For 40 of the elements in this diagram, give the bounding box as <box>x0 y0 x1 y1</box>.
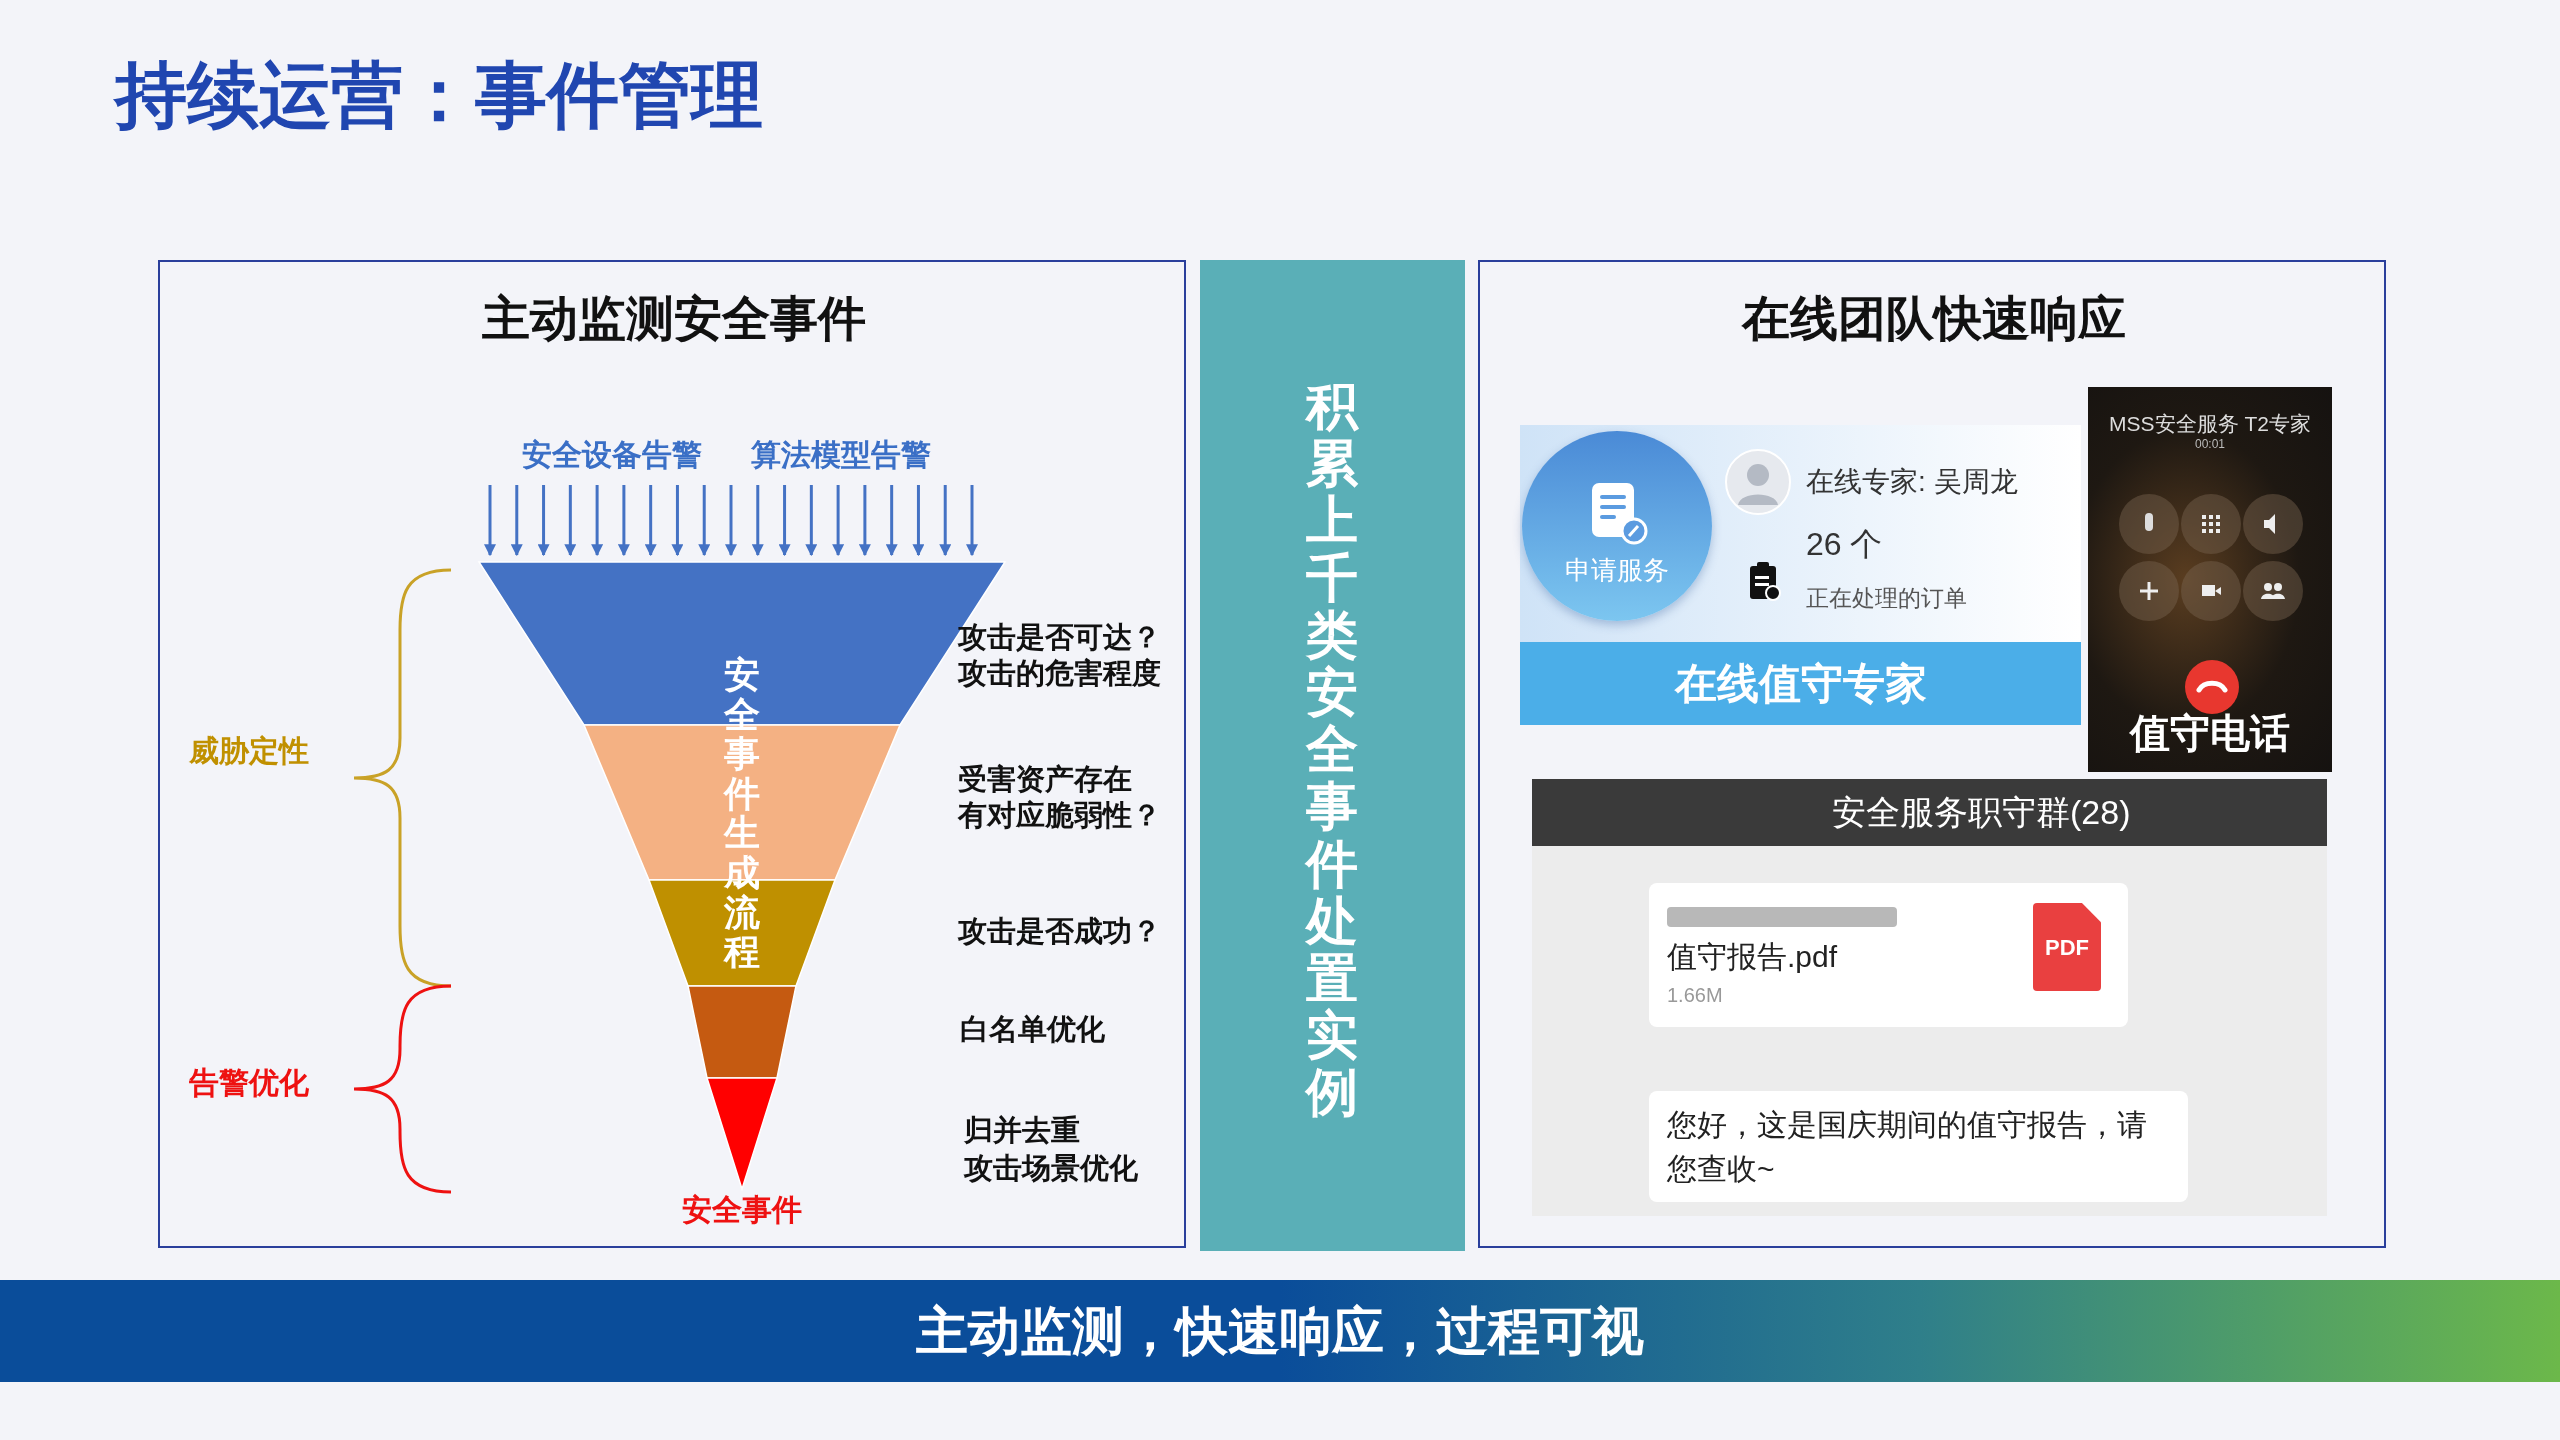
expert-name: 在线专家: 吴周龙 <box>1806 465 2018 499</box>
stage-text: 归并去重 <box>964 1113 1080 1148</box>
chat-window <box>1532 779 2327 1216</box>
question-text: 攻击是否可达？ <box>958 620 1161 655</box>
page-title: 持续运营：事件管理 <box>115 54 763 137</box>
panel-heading: 主动监测安全事件 <box>481 291 867 347</box>
order-caption: 正在处理的订单 <box>1806 585 1967 613</box>
phone-call-screen <box>2088 387 2332 772</box>
pdf-file-badge <box>2033 903 2101 991</box>
panel <box>158 260 1186 1248</box>
file-type-label: PDF <box>2044 935 2090 962</box>
caption-overlay: 值守电话 <box>2128 710 2291 757</box>
side-banner <box>1200 260 1465 1251</box>
alert-source-label: 算法模型告警 <box>751 437 931 473</box>
question-text: 攻击是否成功？ <box>958 914 1161 949</box>
call-timer: 00:01 <box>2194 437 2226 452</box>
brace-label: 威胁定性 <box>189 733 309 769</box>
card-title-bar: 在线值守专家 <box>1520 642 2081 725</box>
stage-text: 白名单优化 <box>960 1012 1105 1047</box>
file-size: 1.66M <box>1667 983 1723 1007</box>
footer-banner <box>0 1280 2560 1382</box>
panel-heading: 在线团队快速响应 <box>1740 291 2127 347</box>
question-text: 有对应脆弱性？ <box>958 798 1161 833</box>
caller-name: MSS安全服务 T2专家 <box>2108 411 2312 437</box>
brace-label: 告警优化 <box>189 1065 309 1101</box>
expert-card <box>1520 425 2081 725</box>
order-count: 26 个 <box>1806 525 1883 564</box>
question-text: 受害资产存在 <box>958 762 1132 797</box>
message-bubble <box>1649 883 2128 1027</box>
chat-header: 安全服务职守群(28) <box>1532 779 2327 846</box>
panel <box>1478 260 2386 1248</box>
funnel-output-label: 安全事件 <box>682 1192 802 1228</box>
alert-source-label: 安全设备告警 <box>522 437 702 473</box>
file-name: 值守报告.pdf <box>1667 939 1838 975</box>
vertical-banner-text: 积累上千类安全事件处置实例 <box>1306 378 1358 1122</box>
stage-text: 攻击场景优化 <box>964 1151 1138 1186</box>
footer-slogan: 主动监测，快速响应，过程可视 <box>915 1301 1645 1362</box>
question-text: 攻击的危害程度 <box>958 656 1161 691</box>
message-text: 您好，这是国庆期间的值守报告，请您查收~ <box>1667 1107 2148 1187</box>
button-label: 申请服务 <box>1564 555 1670 587</box>
